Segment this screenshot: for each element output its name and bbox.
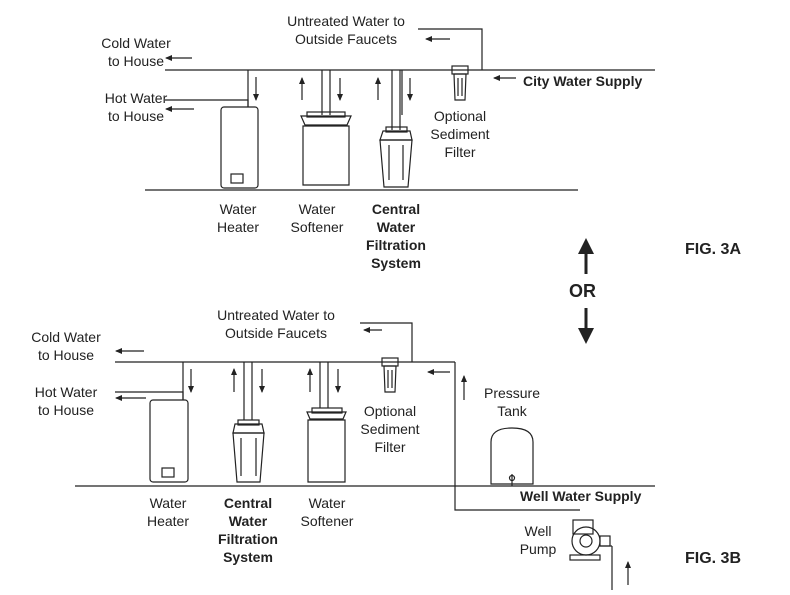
figure-3a-label: FIG. 3A (685, 241, 742, 258)
well-pump (569, 519, 611, 561)
sediment-filter-a (451, 65, 469, 101)
water-heater-b (149, 399, 189, 483)
fig-3b-piping (75, 322, 655, 590)
fig-3b-flow-arrows (115, 327, 631, 585)
water-softener-b (306, 407, 347, 483)
or-arrowheads (578, 238, 594, 344)
or-label: OR (569, 281, 596, 301)
water-heater-a (220, 106, 259, 189)
filtration-system-b (232, 419, 265, 483)
water-softener-a (300, 111, 352, 186)
fig-3a-flow-arrows (165, 36, 516, 112)
sediment-filter-b (381, 357, 399, 393)
pressure-tank (490, 427, 534, 485)
city-water-supply-label: City Water Supply (523, 73, 643, 89)
figure-3b-label: FIG. 3B (685, 550, 742, 567)
filtration-system-a (379, 126, 413, 188)
fig-3a-piping (145, 28, 655, 191)
well-water-supply-label: Well Water Supply (520, 488, 642, 504)
